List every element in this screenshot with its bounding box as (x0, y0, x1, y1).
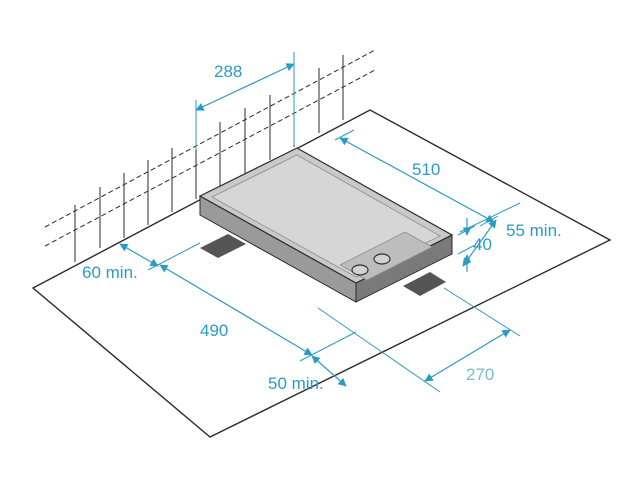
control-knob-1-icon (351, 264, 369, 276)
dim-side-clearance: 60 min. (82, 243, 159, 282)
label-depth: 510 (412, 160, 440, 179)
dim-depth: 510 (334, 129, 499, 227)
dim-length: 490 (147, 242, 357, 362)
hob-support-left (200, 234, 246, 258)
label-height: 40 (473, 235, 492, 254)
dim-cutout-width: 270 (317, 287, 521, 393)
hob-unit (198, 147, 454, 303)
dim-width-top: 288 (195, 52, 295, 150)
control-knob-2-icon (373, 253, 391, 265)
dim-front-clearance: 50 min. (268, 355, 347, 393)
label-cutout-width: 270 (466, 365, 494, 384)
hob-support-right (403, 272, 446, 296)
dim-height: 40 (457, 218, 492, 272)
label-length: 490 (200, 321, 228, 340)
label-front-clearance: 50 min. (268, 374, 324, 393)
label-width-top: 288 (214, 62, 242, 81)
label-side-clearance: 60 min. (82, 263, 138, 282)
label-rear-clearance: 55 min. (506, 221, 562, 240)
